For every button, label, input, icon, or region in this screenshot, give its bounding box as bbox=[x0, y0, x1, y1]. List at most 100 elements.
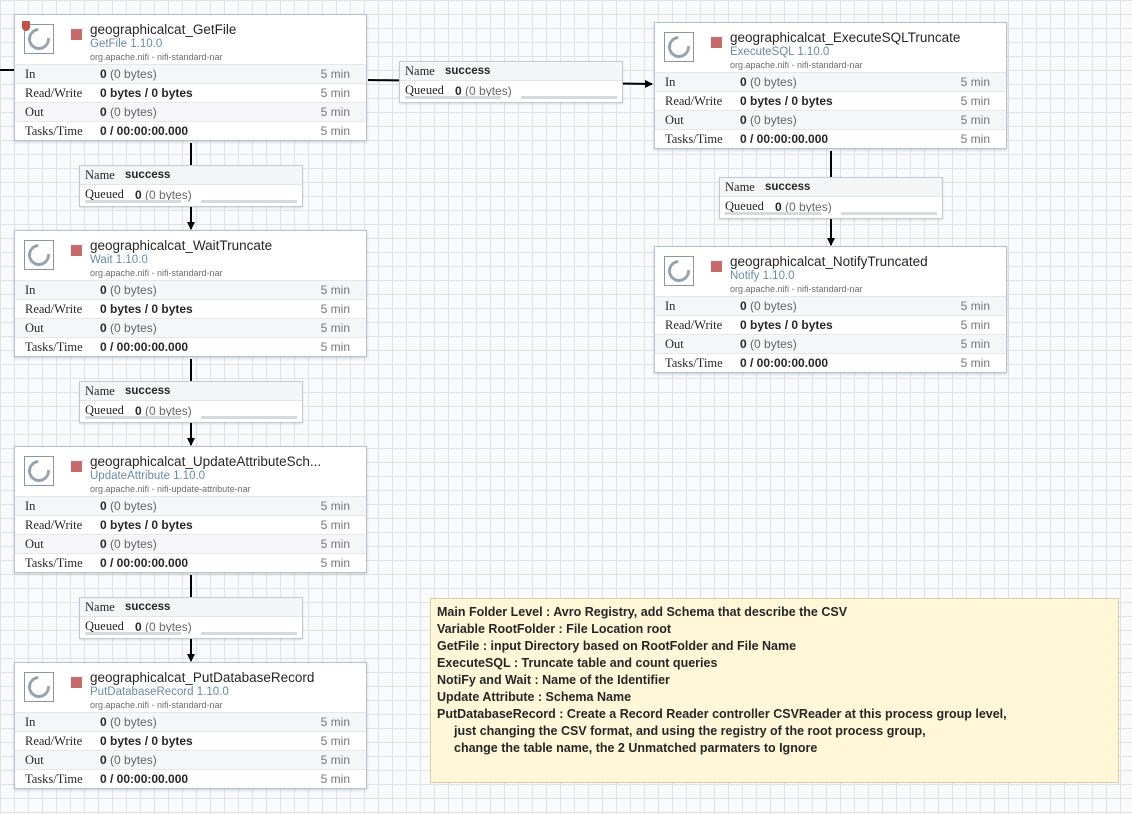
connection-name-label: Name bbox=[405, 63, 435, 78]
stat-value-read-write: 0 bytes / 0 bytes bbox=[740, 94, 833, 108]
processor-bundle: org.apache.nifi - nifi-standard-nar bbox=[90, 700, 223, 710]
flow-note-label[interactable]: Main Folder Level : Avro Registry, add S… bbox=[430, 598, 1119, 783]
stat-time-read-write: 5 min bbox=[320, 518, 350, 532]
connection-queued-row: Queued 0 (0 bytes) bbox=[720, 197, 942, 216]
stat-label-in: In bbox=[25, 66, 36, 81]
note-line: just changing the CSV format, and using … bbox=[454, 724, 926, 738]
queue-size-bar bbox=[201, 200, 297, 203]
processor-bundle: org.apache.nifi - nifi-standard-nar bbox=[90, 268, 223, 278]
stat-row-in: In 0 (0 bytes) 5 min bbox=[15, 64, 366, 83]
processor-icon bbox=[663, 255, 695, 287]
note-line: ExecuteSQL : Truncate table and count qu… bbox=[437, 656, 718, 670]
connection-queued-value: 0 (0 bytes) bbox=[135, 187, 192, 202]
stat-time-out: 5 min bbox=[960, 337, 990, 351]
processor-header: geographicalcat_UpdateAttributeSch... Up… bbox=[15, 447, 366, 496]
connection-queued-label: Queued bbox=[85, 187, 124, 201]
processor-icon bbox=[23, 671, 55, 703]
connection-queued-value: 0 (0 bytes) bbox=[775, 199, 832, 214]
processor-type: Notify 1.10.0 bbox=[730, 270, 795, 282]
processor-put-database-record[interactable]: geographicalcat_PutDatabaseRecord PutDat… bbox=[14, 662, 367, 789]
stat-time-read-write: 5 min bbox=[320, 302, 350, 316]
processor-bundle: org.apache.nifi - nifi-standard-nar bbox=[730, 284, 863, 294]
note-line: Update Attribute : Schema Name bbox=[437, 690, 632, 704]
queue-count-bar bbox=[405, 96, 501, 99]
stat-value-out: 0 (0 bytes) bbox=[740, 113, 797, 127]
stat-label-out: Out bbox=[25, 752, 44, 767]
queue-count-bar bbox=[725, 212, 821, 215]
stat-time-in: 5 min bbox=[320, 499, 350, 513]
stat-time-read-write: 5 min bbox=[960, 318, 990, 332]
processor-bundle: org.apache.nifi - nifi-update-attribute-… bbox=[90, 484, 251, 494]
connection-name-row: Name success bbox=[80, 598, 302, 617]
stat-time-out: 5 min bbox=[320, 105, 350, 119]
note-line: Main Folder Level : Avro Registry, add S… bbox=[437, 605, 848, 619]
stat-value-in: 0 (0 bytes) bbox=[740, 75, 797, 89]
processor-notify-truncated[interactable]: geographicalcat_NotifyTruncated Notify 1… bbox=[654, 246, 1007, 373]
stat-value-in: 0 (0 bytes) bbox=[740, 299, 797, 313]
connection-queued-label: Queued bbox=[85, 403, 124, 417]
connection-name-row: Name success bbox=[80, 382, 302, 401]
queue-size-bar bbox=[841, 212, 937, 215]
stat-row-out: Out 0 (0 bytes) 5 min bbox=[655, 334, 1006, 353]
processor-update-attribute[interactable]: geographicalcat_UpdateAttributeSch... Up… bbox=[14, 446, 367, 573]
connection-label-getfile-wait[interactable]: Name success Queued 0 (0 bytes) bbox=[79, 165, 303, 207]
processor-wait-truncate[interactable]: geographicalcat_WaitTruncate Wait 1.10.0… bbox=[14, 230, 367, 357]
processor-name: geographicalcat_WaitTruncate bbox=[90, 238, 273, 253]
stat-value-tasks: 0 / 00:00:00.000 bbox=[740, 356, 829, 370]
connection-name-value: success bbox=[125, 169, 171, 181]
processor-bundle: org.apache.nifi - nifi-standard-nar bbox=[730, 60, 863, 70]
connection-label-getfile-executesql[interactable]: Name success Queued 0 (0 bytes) bbox=[399, 61, 623, 103]
stat-row-in: In 0 (0 bytes) 5 min bbox=[655, 72, 1006, 91]
stat-row-tasks: Tasks/Time 0 / 00:00:00.000 5 min bbox=[15, 337, 366, 356]
stat-value-out: 0 (0 bytes) bbox=[100, 105, 157, 119]
stat-label-read-write: Read/Write bbox=[25, 733, 83, 748]
connection-queued-row: Queued 0 (0 bytes) bbox=[400, 81, 622, 100]
stat-label-read-write: Read/Write bbox=[665, 93, 723, 108]
processor-icon bbox=[23, 455, 55, 487]
connection-name-label: Name bbox=[725, 179, 755, 194]
stat-value-tasks: 0 / 00:00:00.000 bbox=[100, 340, 189, 354]
connection-queued-row: Queued 0 (0 bytes) bbox=[80, 185, 302, 204]
processor-bundle: org.apache.nifi - nifi-standard-nar bbox=[90, 52, 223, 62]
connection-name-label: Name bbox=[85, 383, 115, 398]
connection-label-executesql-notify[interactable]: Name success Queued 0 (0 bytes) bbox=[719, 177, 943, 219]
stopped-status-icon bbox=[711, 37, 722, 48]
stat-value-read-write: 0 bytes / 0 bytes bbox=[100, 302, 193, 316]
invalid-warning-icon[interactable] bbox=[22, 21, 30, 31]
processor-header: geographicalcat_NotifyTruncated Notify 1… bbox=[655, 247, 1006, 296]
queue-count-bar bbox=[85, 632, 181, 635]
processor-execute-sql-truncate[interactable]: geographicalcat_ExecuteSQLTruncate Execu… bbox=[654, 22, 1007, 149]
connection-name-label: Name bbox=[85, 167, 115, 182]
stat-time-in: 5 min bbox=[960, 75, 990, 89]
stat-value-tasks: 0 / 00:00:00.000 bbox=[740, 132, 829, 146]
processor-header: geographicalcat_GetFile GetFile 1.10.0 o… bbox=[15, 15, 366, 64]
stat-value-in: 0 (0 bytes) bbox=[100, 67, 157, 81]
stat-value-tasks: 0 / 00:00:00.000 bbox=[100, 124, 189, 138]
processor-name: geographicalcat_ExecuteSQLTruncate bbox=[730, 30, 961, 45]
processor-header: geographicalcat_ExecuteSQLTruncate Execu… bbox=[655, 23, 1006, 72]
stat-row-out: Out 0 (0 bytes) 5 min bbox=[15, 750, 366, 769]
stat-value-out: 0 (0 bytes) bbox=[100, 753, 157, 767]
connection-label-wait-update[interactable]: Name success Queued 0 (0 bytes) bbox=[79, 381, 303, 423]
queue-size-bar bbox=[521, 96, 617, 99]
stat-time-in: 5 min bbox=[320, 715, 350, 729]
stat-time-tasks: 5 min bbox=[320, 340, 350, 354]
processor-getfile[interactable]: geographicalcat_GetFile GetFile 1.10.0 o… bbox=[14, 14, 367, 141]
stat-label-out: Out bbox=[25, 104, 44, 119]
stat-label-read-write: Read/Write bbox=[25, 301, 83, 316]
stopped-status-icon bbox=[71, 29, 82, 40]
connection-name-row: Name success bbox=[720, 178, 942, 197]
stat-row-tasks: Tasks/Time 0 / 00:00:00.000 5 min bbox=[15, 121, 366, 140]
stat-value-read-write: 0 bytes / 0 bytes bbox=[100, 86, 193, 100]
connection-label-update-put[interactable]: Name success Queued 0 (0 bytes) bbox=[79, 597, 303, 639]
stat-value-out: 0 (0 bytes) bbox=[100, 321, 157, 335]
processor-type: PutDatabaseRecord 1.10.0 bbox=[90, 686, 229, 698]
stat-value-in: 0 (0 bytes) bbox=[100, 715, 157, 729]
stat-label-tasks: Tasks/Time bbox=[25, 771, 83, 786]
stat-label-in: In bbox=[665, 298, 676, 313]
stat-time-tasks: 5 min bbox=[960, 132, 990, 146]
queue-count-bar bbox=[85, 416, 181, 419]
connection-name-value: success bbox=[125, 385, 171, 397]
stat-label-read-write: Read/Write bbox=[25, 517, 83, 532]
